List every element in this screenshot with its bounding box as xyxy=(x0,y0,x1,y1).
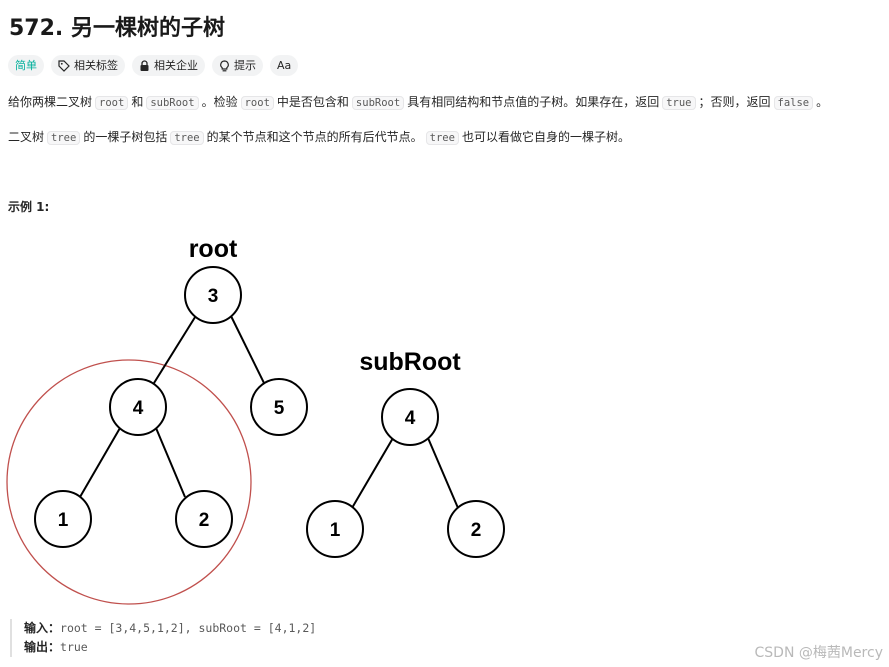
inline-code: root xyxy=(95,96,129,110)
related-companies-label: 相关企业 xyxy=(154,59,198,72)
font-icon: Aa xyxy=(277,59,292,72)
tree-node: 1 xyxy=(306,500,364,558)
text: 具有相同结构和节点值的子树。如果存在，返回 xyxy=(407,95,660,109)
hint-button[interactable]: 提示 xyxy=(212,55,263,76)
inline-code: false xyxy=(773,96,814,110)
inline-code: tree xyxy=(170,131,204,145)
tag-bar: 简单 相关标签 相关企业 提示 Aa xyxy=(8,55,299,76)
inline-code: root xyxy=(240,96,274,110)
tree-node: 1 xyxy=(34,490,92,548)
hint-label: 提示 xyxy=(234,59,256,72)
tree-edge xyxy=(351,437,394,509)
inline-code: tree xyxy=(425,131,459,145)
related-tags-button[interactable]: 相关标签 xyxy=(51,55,125,76)
svg-text:5: 5 xyxy=(274,398,285,419)
svg-text:4: 4 xyxy=(405,408,416,429)
tree-node: 4 xyxy=(381,388,439,446)
inline-code: subRoot xyxy=(351,96,405,110)
text: ；否则，返回 xyxy=(698,95,771,109)
svg-text:3: 3 xyxy=(208,286,219,307)
lightbulb-icon xyxy=(219,59,230,72)
tree-edge xyxy=(153,313,198,384)
related-companies-button[interactable]: 相关企业 xyxy=(132,55,205,76)
subroot-tree-title: subRoot xyxy=(359,348,461,376)
difficulty-badge[interactable]: 简单 xyxy=(8,55,44,76)
svg-text:2: 2 xyxy=(471,520,482,541)
tree-node: 3 xyxy=(184,266,242,324)
text: 。检验 xyxy=(201,95,238,109)
text: 的某个节点和这个节点的所有后代节点。 xyxy=(206,130,423,144)
input-label: 输入： xyxy=(24,621,61,635)
example-input-line: 输入：root = [3,4,5,1,2], subRoot = [4,1,2] xyxy=(24,619,316,638)
root-tree-title: root xyxy=(189,235,238,263)
svg-text:4: 4 xyxy=(133,398,144,419)
text: 中是否包含和 xyxy=(276,95,349,109)
difficulty-label: 简单 xyxy=(15,59,37,72)
tree-node: 2 xyxy=(175,490,233,548)
output-label: 输出： xyxy=(24,640,61,654)
svg-text:1: 1 xyxy=(58,510,69,531)
tag-icon xyxy=(58,59,70,72)
example-title: 示例 1: xyxy=(8,200,50,214)
page-title: 572. 另一棵树的子树 xyxy=(9,16,225,41)
example-tree-figure: root subRoot 3 4 5 1 2 4 1 2 xyxy=(6,235,505,605)
tree-node: 5 xyxy=(250,378,308,436)
tree-edge xyxy=(427,437,459,509)
text: 的一棵子树包括 xyxy=(83,130,168,144)
inline-code: subRoot xyxy=(146,96,199,110)
text: 二叉树 xyxy=(8,130,45,144)
example-output-line: 输出：true xyxy=(24,638,316,657)
text: 给你两棵二叉树 xyxy=(8,95,93,109)
output-value: true xyxy=(60,640,88,654)
related-tags-label: 相关标签 xyxy=(74,59,118,72)
tree-edge xyxy=(229,313,265,384)
font-size-button[interactable]: Aa xyxy=(270,55,299,76)
text: 也可以看做它自身的一棵子树。 xyxy=(461,130,630,144)
watermark: CSDN @梅茜Mercy xyxy=(754,645,884,661)
inline-code: true xyxy=(662,96,696,110)
svg-text:1: 1 xyxy=(330,520,341,541)
tree-node: 2 xyxy=(447,500,505,558)
text: 。 xyxy=(816,95,829,109)
input-value: root = [3,4,5,1,2], subRoot = [4,1,2] xyxy=(60,621,317,635)
inline-code: tree xyxy=(47,131,81,145)
tree-edge xyxy=(79,427,121,498)
tree-node: 4 xyxy=(109,378,167,436)
subtree-highlight-circle xyxy=(6,359,252,605)
text: 和 xyxy=(131,95,144,109)
tree-edge xyxy=(155,427,186,498)
svg-text:2: 2 xyxy=(199,510,210,531)
lock-icon xyxy=(139,59,150,72)
example-io-block: 输入：root = [3,4,5,1,2], subRoot = [4,1,2]… xyxy=(10,619,316,657)
